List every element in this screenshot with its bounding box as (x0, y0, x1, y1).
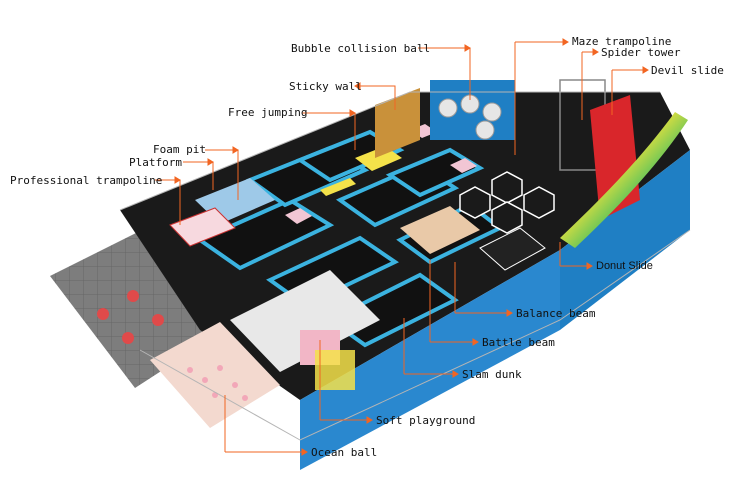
slam-dunk-court (479, 227, 546, 271)
soft-playground-area (230, 270, 380, 372)
ocean-ball-pit (150, 322, 280, 428)
right-wall (560, 150, 690, 330)
label-balance-beam: Balance beam (516, 307, 596, 320)
railing (119, 91, 691, 441)
label-soft-playground: Soft playground (376, 414, 476, 427)
label-ocean-ball: Ocean ball (311, 446, 378, 459)
label-slam-dunk: Slam dunk (462, 368, 522, 381)
yellow-block (355, 146, 402, 171)
professional-trampoline-bed (169, 207, 236, 247)
hex-area (459, 171, 555, 234)
sticky-wall (375, 88, 420, 158)
label-sticky-wall: Sticky wall (289, 80, 362, 93)
leader-lines (155, 38, 649, 456)
ball-pit-small (400, 206, 480, 254)
label-bubble-collision-ball: Bubble collision ball (291, 42, 431, 55)
label-maze-trampoline: Maze trampoline (572, 35, 672, 48)
label-free-jumping: Free jumping (228, 106, 308, 119)
front-wall (300, 250, 560, 470)
label-platform: Platform (129, 156, 182, 169)
label-battle-beam: Battle beam (482, 336, 555, 349)
yellow-beam (320, 178, 356, 196)
yellow-tower (315, 350, 355, 390)
donut-slide (560, 112, 688, 248)
lounge-tables (97, 290, 164, 344)
label-devil-slide: Devil slide (651, 64, 724, 77)
label-foam-pit: Foam pit (153, 143, 206, 156)
bubble-balls (438, 94, 502, 140)
label-spider-tower: Spider tower (601, 46, 681, 59)
label-professional-trampoline: Professional trampoline (10, 174, 163, 187)
label-donut-slide: Donut Slide (596, 260, 653, 272)
